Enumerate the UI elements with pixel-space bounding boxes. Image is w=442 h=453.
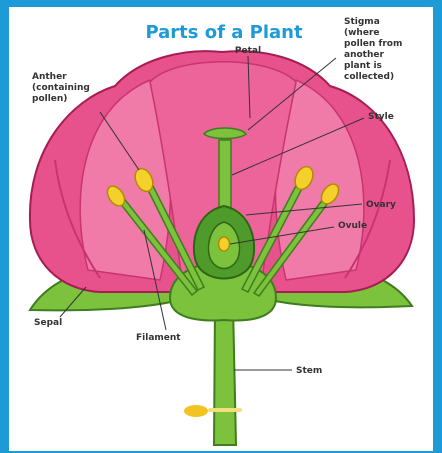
label-petal: Petal [235,46,261,56]
label-ovule: Ovule [338,221,367,231]
label-stem: Stem [296,366,322,376]
label-ovary: Ovary [366,200,396,210]
diagram-title: Parts of a Plant [145,22,303,43]
stem [214,305,236,445]
label-filament: Filament [136,333,181,343]
style [219,140,231,214]
label-style: Style [368,112,394,122]
label-stigma: Stigma (where pollen from another plant … [344,17,406,82]
ovule [219,237,230,251]
stigma [204,128,246,139]
label-sepal: Sepal [34,318,62,328]
label-anther: Anther (containing pollen) [32,72,93,104]
